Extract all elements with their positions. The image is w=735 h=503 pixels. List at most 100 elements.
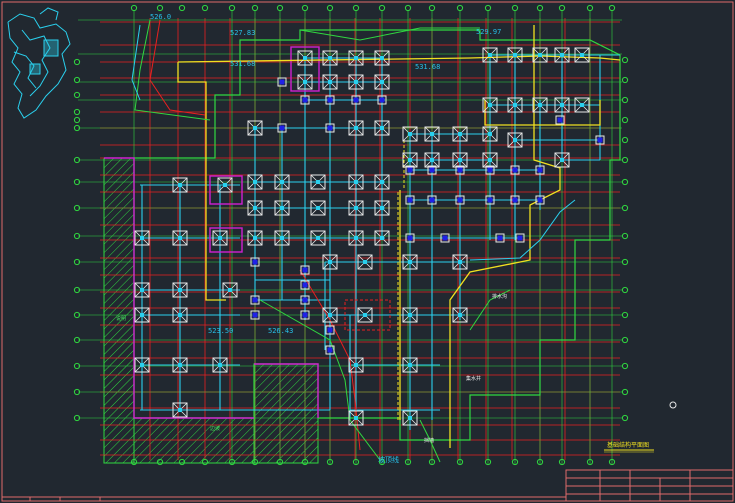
axis-bubble bbox=[73, 76, 81, 84]
pile-cap bbox=[574, 47, 590, 63]
small-pile-cap bbox=[455, 195, 465, 205]
small-pile-cap bbox=[300, 280, 310, 290]
axis-bubble bbox=[404, 4, 412, 12]
axis-bubble bbox=[228, 4, 236, 12]
axis-bubble bbox=[621, 204, 629, 212]
pile-cap bbox=[297, 50, 313, 66]
small-pile-cap bbox=[250, 295, 260, 305]
pile-cap bbox=[348, 50, 364, 66]
axis-bubble bbox=[608, 4, 616, 12]
pile-cap bbox=[217, 177, 233, 193]
small-pile-cap bbox=[455, 165, 465, 175]
small-pile-cap bbox=[405, 233, 415, 243]
small-pile-cap bbox=[300, 310, 310, 320]
axis-bubble bbox=[73, 156, 81, 164]
axis-bubble bbox=[73, 311, 81, 319]
pile-cap bbox=[310, 200, 326, 216]
pile-cap bbox=[322, 307, 338, 323]
small-pile-cap bbox=[300, 95, 310, 105]
axis-bubble bbox=[621, 311, 629, 319]
pile-cap bbox=[452, 152, 468, 168]
pile-cap bbox=[402, 254, 418, 270]
yellow-zone-lines bbox=[177, 25, 621, 448]
axis-bubble bbox=[536, 4, 544, 12]
axis-bubble bbox=[301, 458, 309, 466]
small-pile-cap bbox=[277, 77, 287, 87]
elevation-label: 527.83 bbox=[230, 29, 255, 37]
pile-cap bbox=[134, 230, 150, 246]
axis-bubble bbox=[276, 4, 284, 12]
small-pile-caps bbox=[250, 77, 605, 355]
axis-bubble bbox=[352, 4, 360, 12]
axis-bubbles bbox=[73, 4, 629, 466]
pile-cap bbox=[374, 50, 390, 66]
small-pile-cap bbox=[535, 195, 545, 205]
pile-cap bbox=[574, 97, 590, 113]
axis-bubble bbox=[73, 336, 81, 344]
axis-bubble bbox=[456, 458, 464, 466]
elevation-label: 529.97 bbox=[476, 28, 501, 36]
pile-cap bbox=[310, 174, 326, 190]
small-pile-cap bbox=[325, 325, 335, 335]
pile-cap bbox=[348, 410, 364, 426]
small-pile-cap bbox=[405, 195, 415, 205]
axis-bubble bbox=[130, 4, 138, 12]
annotation-label: 排水沟 bbox=[492, 293, 507, 300]
axis-bubble bbox=[276, 458, 284, 466]
annotation-label: 边坡 bbox=[210, 425, 220, 432]
axis-bubble bbox=[130, 458, 138, 466]
axis-bubble bbox=[621, 156, 629, 164]
small-pile-cap bbox=[595, 135, 605, 145]
axis-bubble bbox=[621, 336, 629, 344]
axis-bubble bbox=[404, 458, 412, 466]
pile-cap bbox=[482, 152, 498, 168]
small-pile-cap bbox=[495, 233, 505, 243]
pile-cap bbox=[274, 200, 290, 216]
axis-bubble bbox=[352, 458, 360, 466]
red-dashed-zone bbox=[344, 299, 391, 331]
axis-bubble bbox=[73, 108, 81, 116]
small-pile-cap bbox=[250, 257, 260, 267]
axis-bubble bbox=[73, 116, 81, 124]
axis-bubble bbox=[484, 458, 492, 466]
small-pile-cap bbox=[325, 95, 335, 105]
pile-cap bbox=[172, 230, 188, 246]
axis-bubble bbox=[428, 458, 436, 466]
pile-cap bbox=[172, 402, 188, 418]
title-block bbox=[2, 469, 734, 502]
elevation-label: 531.68 bbox=[230, 60, 255, 68]
pile-cap bbox=[172, 282, 188, 298]
axis-bubble bbox=[73, 286, 81, 294]
axis-bubble bbox=[586, 458, 594, 466]
pile-cap bbox=[402, 126, 418, 142]
axis-bubble bbox=[621, 388, 629, 396]
pile-cap bbox=[348, 230, 364, 246]
pile-cap bbox=[134, 282, 150, 298]
pile-cap bbox=[172, 307, 188, 323]
pile-cap bbox=[348, 120, 364, 136]
pile-cap bbox=[247, 200, 263, 216]
pile-cap bbox=[424, 152, 440, 168]
pile-cap bbox=[348, 74, 364, 90]
pile-cap bbox=[212, 230, 228, 246]
pile-cap bbox=[482, 126, 498, 142]
pile-cap bbox=[134, 357, 150, 373]
building-outline bbox=[133, 29, 621, 441]
axis-bubble bbox=[621, 258, 629, 266]
pile-cap bbox=[374, 174, 390, 190]
small-pile-cap bbox=[300, 265, 310, 275]
axis-bubble bbox=[621, 232, 629, 240]
axis-bubble bbox=[484, 4, 492, 12]
pile-caps bbox=[134, 47, 590, 426]
small-pile-cap bbox=[555, 115, 565, 125]
pile-cap bbox=[482, 97, 498, 113]
axis-bubble bbox=[456, 4, 464, 12]
small-pile-cap bbox=[515, 233, 525, 243]
axis-bubble bbox=[511, 4, 519, 12]
axis-bubble bbox=[73, 258, 81, 266]
pile-cap bbox=[554, 97, 570, 113]
pile-cap bbox=[322, 50, 338, 66]
small-pile-cap bbox=[377, 95, 387, 105]
